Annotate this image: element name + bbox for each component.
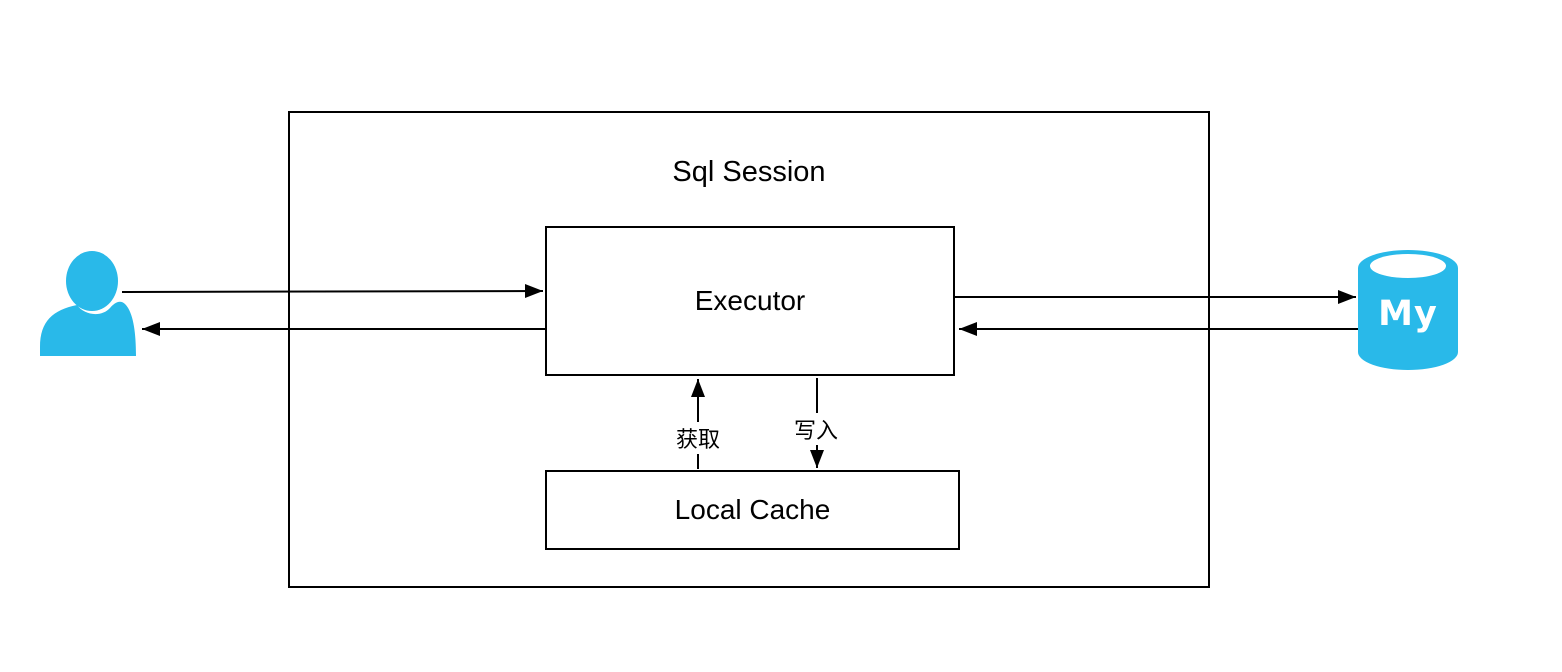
arrow-user-to-executor [121,284,544,299]
user-person-icon [40,251,136,356]
write-edge-label: 写入 [792,413,841,445]
mysql-label: My [1378,294,1438,334]
executor-label: Executor [694,285,806,316]
sql-session-container [288,111,1210,588]
mysql-database-cylinder-icon [1358,250,1458,370]
sql-session-title: Sql Session [672,156,826,188]
executor-node: Executor [545,226,955,376]
local-cache-node: Local Cache [545,470,960,550]
local-cache-label: Local Cache [674,494,831,525]
fetch-edge-label: 获取 [674,422,723,454]
